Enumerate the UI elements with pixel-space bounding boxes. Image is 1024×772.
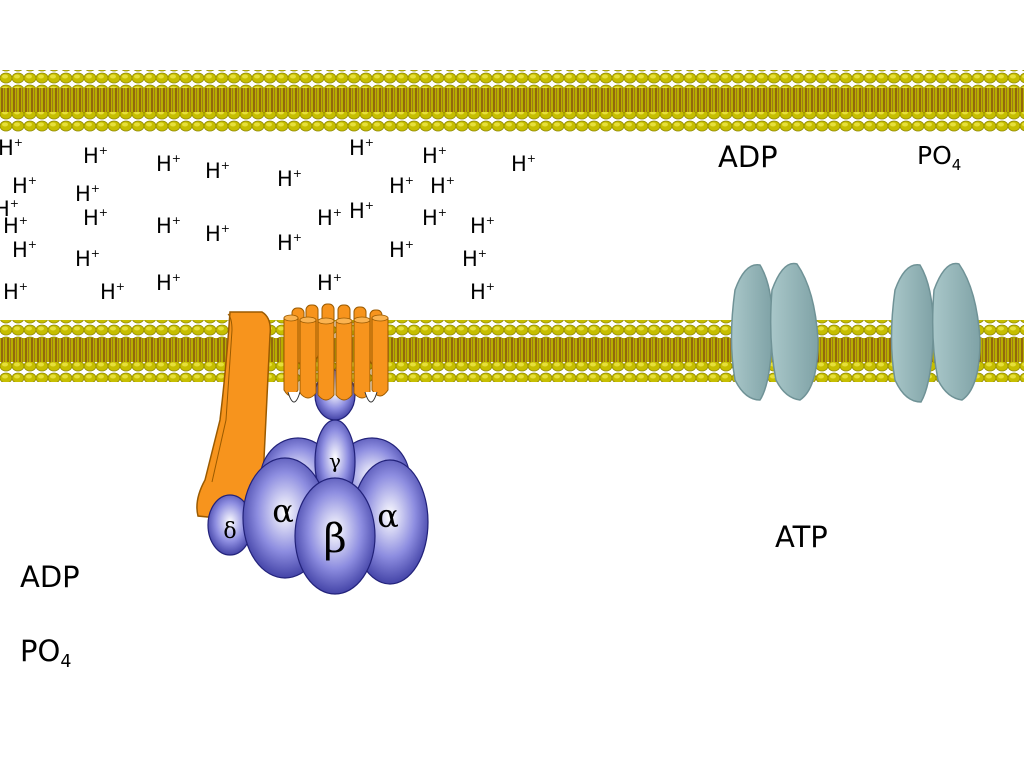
membrane-channel-right [890, 262, 981, 403]
proton-ion: H+ [349, 136, 375, 160]
proton-ion: H+ [75, 247, 101, 271]
proton-ion: H+ [422, 144, 448, 168]
beta-label: β [323, 516, 346, 562]
proton-ion: H+ [75, 182, 101, 206]
atp-label: ATP [775, 520, 828, 554]
gamma-label: γ [329, 449, 341, 473]
membrane-bottom [0, 320, 1024, 382]
proton-ion: H+ [0, 197, 20, 221]
proton-ion: H+ [277, 231, 303, 255]
proton-ion: H+ [205, 222, 231, 246]
stator-stalk [196, 311, 272, 521]
beta-subunit [294, 477, 376, 595]
proton-ion: H+ [3, 280, 29, 304]
proton-ion: H+ [511, 152, 537, 176]
proton-ion: H+ [389, 174, 415, 198]
proton-ion: H+ [422, 206, 448, 230]
proton-ion: H+ [12, 174, 38, 198]
proton-ion: H+ [156, 152, 182, 176]
c-ring-rotor [283, 303, 389, 421]
proton-ion: H+ [83, 206, 109, 230]
adp-label-bottom: ADP [20, 560, 80, 594]
proton-ion: H+ [83, 144, 109, 168]
proton-ion: H+ [156, 271, 182, 295]
proton-ion: H+ [0, 136, 24, 160]
membrane-top [0, 70, 1024, 132]
c-ring-front-tubes [283, 314, 389, 403]
proton-ion: H+ [205, 159, 231, 183]
proton-ion: H+ [470, 214, 496, 238]
proton-ion: H+ [100, 280, 126, 304]
proton-ion: H+ [277, 167, 303, 191]
proton-ion: H+ [430, 174, 456, 198]
proton-ion: H+ [156, 214, 182, 238]
delta-label: δ [223, 519, 236, 544]
alpha-right-label: α [377, 497, 399, 535]
f1-head: γ δ α α β [207, 419, 429, 595]
proton-ion: H+ [3, 214, 29, 238]
proton-ion: H+ [470, 280, 496, 304]
proton-ion: H+ [462, 247, 488, 271]
proton-ion: H+ [12, 238, 38, 262]
proton-ion: H+ [317, 271, 343, 295]
proton-ion: H+ [317, 206, 343, 230]
adp-label-top: ADP [718, 140, 778, 174]
alpha-left-label: α [272, 492, 294, 530]
proton-ion: H+ [349, 199, 375, 223]
po4-label-top: PO4 [917, 141, 962, 174]
po4-label-bottom: PO4 [20, 634, 72, 672]
membrane-channel-left [730, 262, 819, 401]
proton-ion: H+ [389, 238, 415, 262]
